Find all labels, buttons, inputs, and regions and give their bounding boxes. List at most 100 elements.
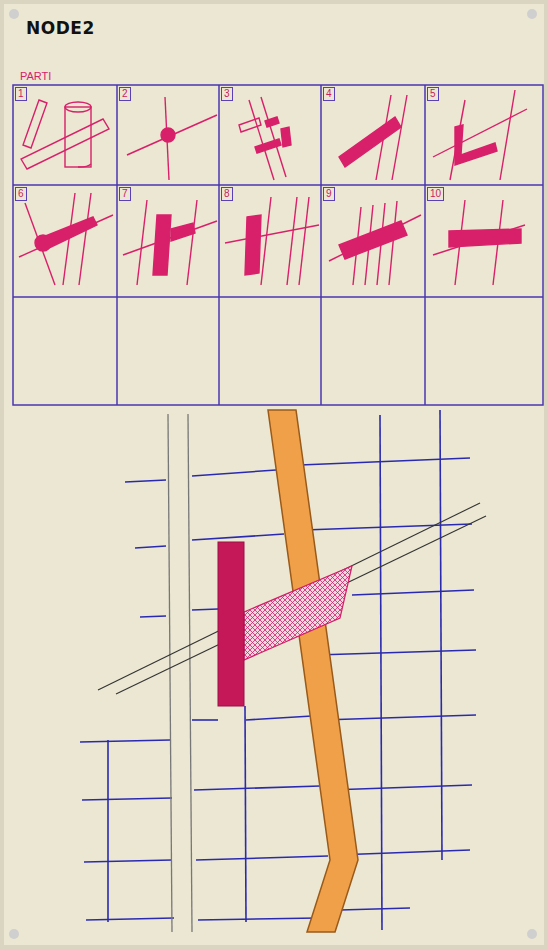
paper xyxy=(4,4,544,945)
paper xyxy=(9,929,19,939)
parti-grid xyxy=(13,184,543,186)
parti-sketches xyxy=(239,118,261,132)
street-grid xyxy=(192,609,218,610)
street-grid xyxy=(380,415,382,930)
paper xyxy=(4,4,544,945)
parti-sketches xyxy=(225,197,319,285)
parti-grid xyxy=(320,85,322,405)
parti-sketches xyxy=(455,125,497,165)
parti-sketches xyxy=(339,95,407,180)
parti-sketches xyxy=(161,128,175,142)
hatched-plaza xyxy=(244,566,352,660)
parti-sketches xyxy=(265,117,279,127)
paper xyxy=(9,9,19,19)
parti-grid xyxy=(218,85,220,405)
parti-sketches xyxy=(329,201,421,285)
street-grid xyxy=(194,786,320,790)
street-grid xyxy=(140,616,166,617)
sheet-title: NODE2 xyxy=(26,18,95,38)
street-grid xyxy=(440,410,442,860)
parti-sketches xyxy=(127,97,217,180)
parti-sketches xyxy=(43,217,97,249)
parti-grid xyxy=(13,296,543,298)
callout-number: 2 xyxy=(119,87,131,101)
street-grid xyxy=(82,798,172,800)
parti-sketches xyxy=(329,215,421,261)
street-grid xyxy=(84,860,172,862)
callout-number: 10 xyxy=(427,187,444,201)
parti-sketches xyxy=(389,201,397,285)
parti-sketches xyxy=(339,221,407,259)
parti-grid xyxy=(424,85,426,405)
parti-sketches xyxy=(187,200,197,285)
parti-grid xyxy=(13,85,543,405)
parti-sketches xyxy=(65,107,91,167)
orange-corridor xyxy=(268,410,358,932)
main-road xyxy=(168,414,192,932)
street-grid xyxy=(322,715,476,720)
callout-number: 7 xyxy=(119,187,131,201)
street-grid xyxy=(107,740,109,922)
callout-number: 1 xyxy=(15,87,27,101)
street-grid xyxy=(245,706,246,922)
street-grid xyxy=(86,918,174,920)
parti-sketches xyxy=(78,164,91,167)
parti-sketches xyxy=(249,100,274,180)
street-grid xyxy=(330,785,472,790)
street-grid xyxy=(125,480,166,482)
parti-sketches xyxy=(123,200,217,285)
paper xyxy=(527,929,537,939)
parti-sketches xyxy=(449,229,521,247)
parti-grid xyxy=(13,85,543,405)
parti-sketches xyxy=(21,100,109,169)
street-grid xyxy=(198,918,318,920)
callout-number: 5 xyxy=(427,87,439,101)
parti-sketches xyxy=(339,117,401,167)
street-grid xyxy=(304,524,472,530)
parti-sketches xyxy=(255,139,281,153)
street-grid xyxy=(192,534,284,540)
parti-sketches xyxy=(65,102,91,112)
parti-sketches xyxy=(127,115,217,155)
magenta-block xyxy=(218,542,244,706)
callout-number: 8 xyxy=(221,187,233,201)
street-grid xyxy=(80,740,170,742)
street-grid xyxy=(316,650,476,655)
street-grid xyxy=(352,590,474,595)
section-label: PARTI xyxy=(20,70,51,82)
parti-sketches xyxy=(19,193,113,285)
street-grid xyxy=(192,470,276,476)
parti-sketches xyxy=(392,95,407,180)
street-grid xyxy=(192,719,218,721)
main-road xyxy=(188,414,192,932)
parti-sketches xyxy=(137,200,147,285)
parti-sketches xyxy=(299,197,309,285)
parti-sketches xyxy=(153,215,171,275)
parti-sketches xyxy=(287,197,297,285)
callout-number: 9 xyxy=(323,187,335,201)
main-road xyxy=(168,414,172,932)
callout-number: 6 xyxy=(15,187,27,201)
parti-sketches xyxy=(23,100,47,148)
parti-sketches xyxy=(79,193,91,285)
callout-number: 4 xyxy=(323,87,335,101)
street-grid xyxy=(340,908,410,910)
parti-sketches xyxy=(239,97,291,180)
paper xyxy=(527,9,537,19)
parti-sketches xyxy=(433,200,525,285)
parti-sketches xyxy=(245,215,261,275)
parti-sketches xyxy=(261,197,271,285)
parti-sketches xyxy=(500,90,515,180)
street-grid xyxy=(196,856,328,860)
parti-grid xyxy=(116,85,118,405)
street-grid xyxy=(300,458,470,465)
parti-sketches xyxy=(19,215,113,257)
parti-sketches xyxy=(19,90,527,285)
parti-sketches xyxy=(433,90,527,180)
parti-sketches xyxy=(21,119,109,169)
parti-sketches xyxy=(433,225,525,255)
parti-sketches xyxy=(225,225,319,243)
callout-number: 3 xyxy=(221,87,233,101)
parti-sketches xyxy=(281,127,291,147)
